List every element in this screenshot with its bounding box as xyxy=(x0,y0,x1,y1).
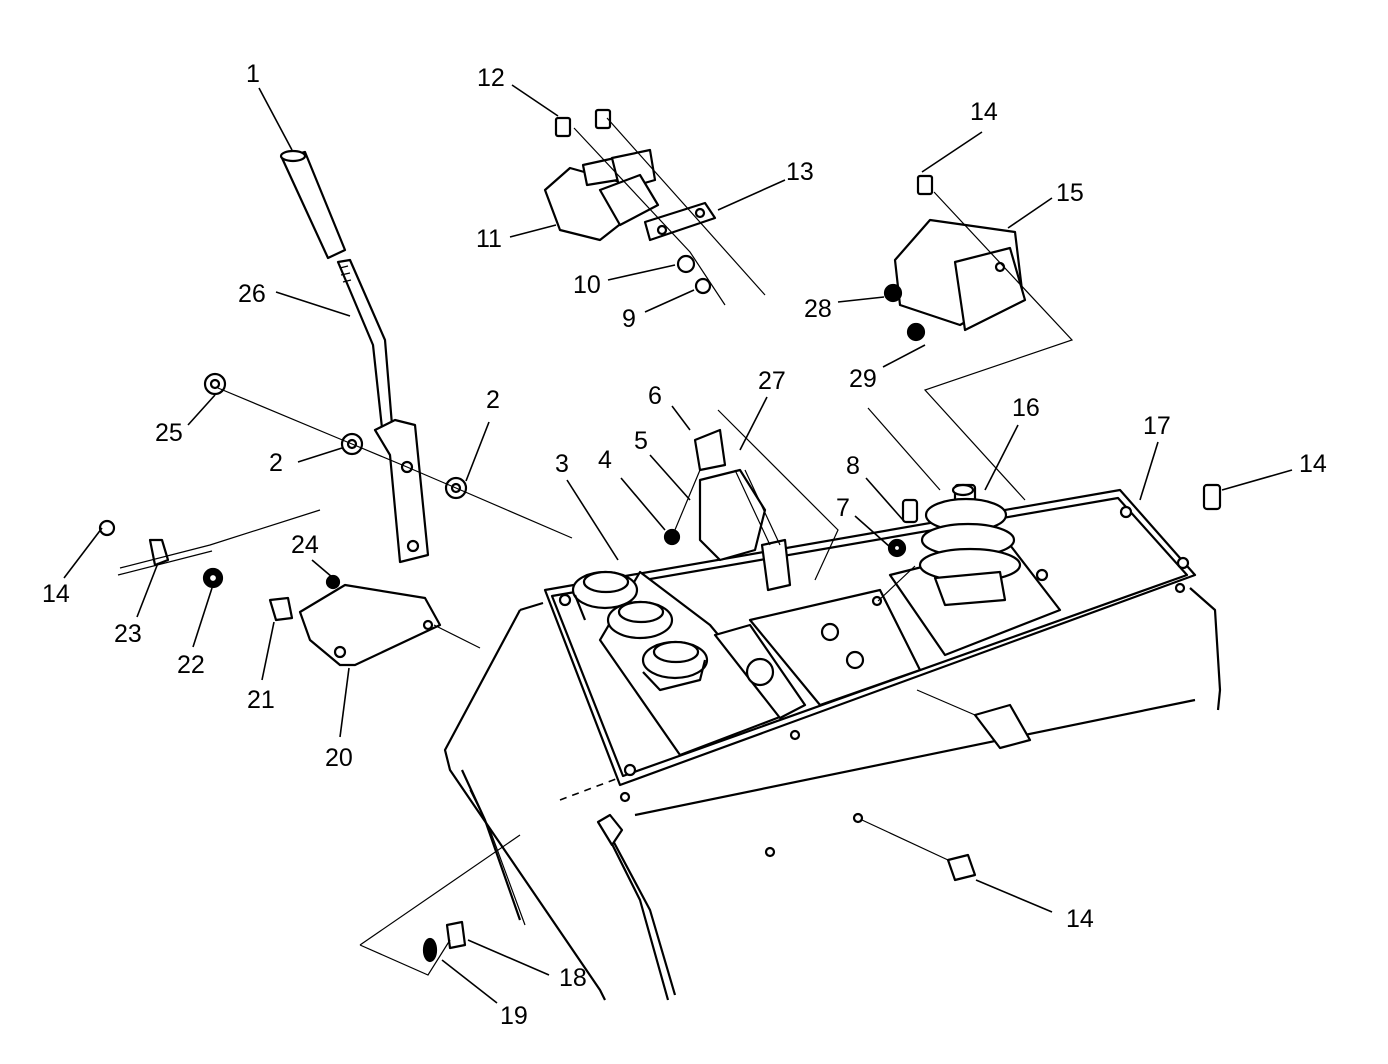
callout-18: 18 xyxy=(559,964,587,992)
callout-11: 11 xyxy=(476,225,502,253)
triple-rubber-boots xyxy=(571,570,709,692)
callout-17: 17 xyxy=(1143,412,1171,440)
callout-12: 12 xyxy=(477,64,505,92)
callout-2-left: 2 xyxy=(269,449,283,477)
callout-22: 22 xyxy=(177,651,205,679)
callout-leaders xyxy=(63,84,1293,1004)
callout-27: 27 xyxy=(758,367,786,395)
callout-10: 10 xyxy=(573,271,601,299)
callout-14-top: 14 xyxy=(970,98,998,126)
callout-labels: 1 26 25 2 2 14 23 22 24 21 20 12 11 13 1… xyxy=(42,60,1327,1030)
relay-assembly xyxy=(543,108,717,295)
small-fasteners xyxy=(422,483,1222,963)
callout-28: 28 xyxy=(804,295,832,323)
callout-4: 4 xyxy=(598,446,612,474)
callout-14-left: 14 xyxy=(42,580,70,608)
callout-21: 21 xyxy=(247,686,275,714)
ignition-switch-assembly xyxy=(663,428,792,592)
large-rubber-boot xyxy=(918,483,1022,607)
callout-3: 3 xyxy=(555,450,569,478)
callout-6: 6 xyxy=(648,382,662,410)
callout-19: 19 xyxy=(500,1002,528,1030)
callout-29: 29 xyxy=(849,365,877,393)
callout-15: 15 xyxy=(1056,179,1084,207)
callout-24: 24 xyxy=(291,531,319,559)
callout-2-right: 2 xyxy=(486,386,500,414)
assembly-lines xyxy=(217,117,1074,976)
callout-16: 16 xyxy=(1012,394,1040,422)
callout-26: 26 xyxy=(238,280,266,308)
callout-8: 8 xyxy=(846,452,860,480)
callout-7: 7 xyxy=(836,494,850,522)
callout-5: 5 xyxy=(634,427,648,455)
callout-25: 25 xyxy=(155,419,183,447)
callout-9: 9 xyxy=(622,305,636,333)
callout-1: 1 xyxy=(246,60,260,88)
shift-lever-assembly xyxy=(279,149,430,564)
callout-14-right: 14 xyxy=(1299,450,1327,478)
callout-13: 13 xyxy=(786,158,814,186)
solenoid-box xyxy=(883,174,1027,342)
callout-23: 23 xyxy=(114,620,142,648)
callout-20: 20 xyxy=(325,744,353,772)
callout-14-bottom: 14 xyxy=(1066,905,1094,933)
